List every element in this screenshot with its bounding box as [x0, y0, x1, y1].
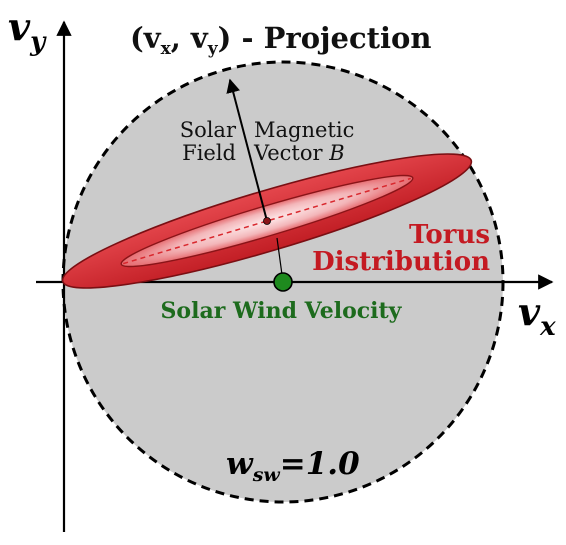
magnetic-line1: Magnetic: [254, 118, 354, 142]
torus-label: Torus Distribution: [312, 220, 490, 277]
vy-axis-label: vy: [8, 4, 47, 57]
solar-wind-point: [273, 272, 293, 292]
torus-label-line1: Torus: [409, 220, 490, 250]
solar-field-line1: Solar: [180, 118, 237, 142]
torus-axis-dashed: [122, 177, 412, 265]
magnetic-field-vector: [226, 78, 268, 222]
solar-wind-label: Solar Wind Velocity: [161, 298, 403, 324]
torus-center-dot: [263, 217, 271, 225]
solar-field-line2: Field: [182, 141, 236, 165]
diagram-title: (vx, vy) - Projection: [130, 21, 431, 59]
vx-axis-label: vx: [518, 289, 556, 342]
torus-label-line2: Distribution: [312, 247, 490, 277]
wsw-label: wsw=1.0: [226, 446, 360, 486]
magnetic-field-label: Solar Field Magnetic Vector B: [180, 118, 355, 165]
magnetic-line2: Vector B: [253, 141, 345, 165]
